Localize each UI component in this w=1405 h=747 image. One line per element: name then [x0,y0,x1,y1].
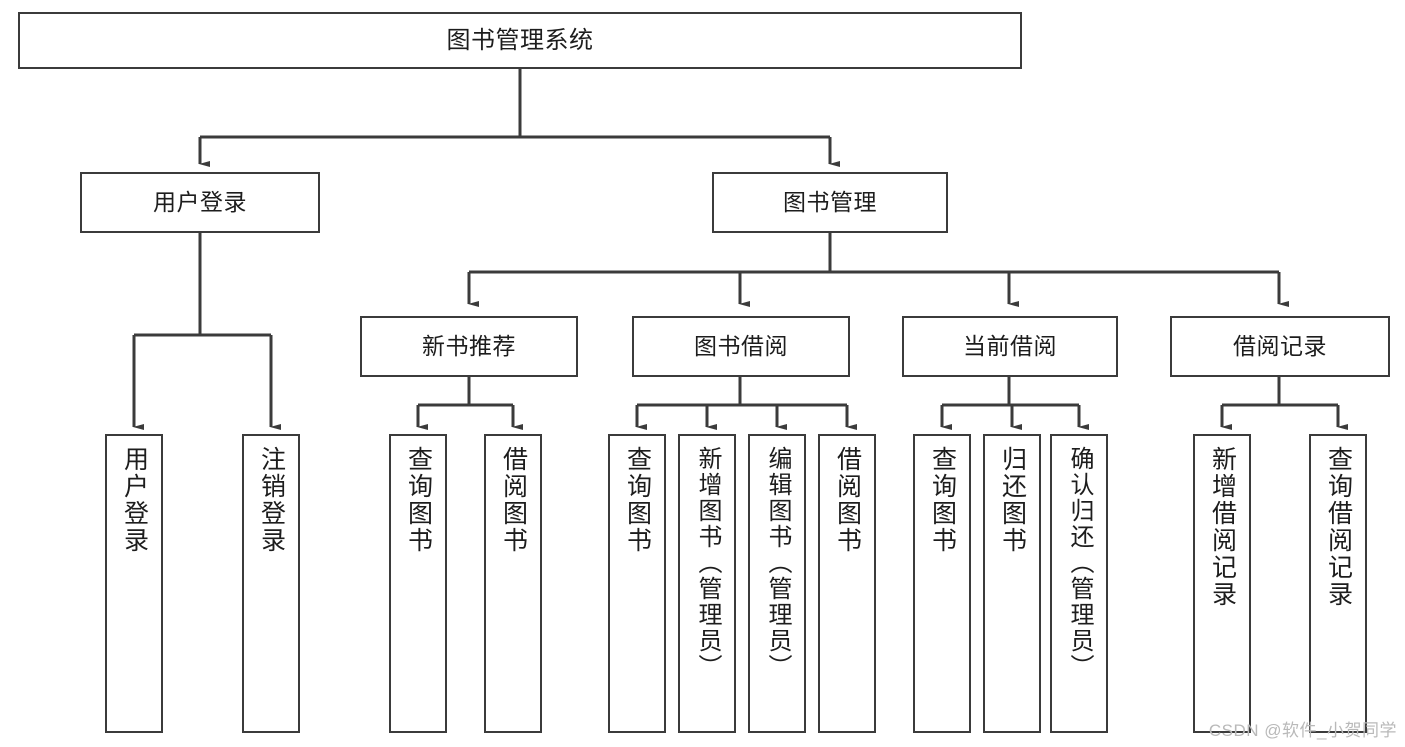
node-label: 确认归还（管理员） [1065,446,1093,680]
node-label: 编辑图书（管理员） [763,446,791,680]
node-label: 借阅图书 [499,446,528,554]
leaf-user-login-logout[interactable]: 注销登录 [242,434,300,733]
node-label: 查询图书 [404,446,433,554]
leaf-new-book-query-book[interactable]: 查询图书 [389,434,447,733]
node-new-book-recommend[interactable]: 新书推荐 [360,316,578,377]
node-label: 图书管理系统 [446,26,594,54]
node-book-management[interactable]: 图书管理 [712,172,948,233]
leaf-user-login-login[interactable]: 用户登录 [105,434,163,733]
node-label: 查询借阅记录 [1324,446,1353,608]
node-label: 图书管理 [783,189,877,216]
leaf-current-borrow-confirm-return[interactable]: 确认归还（管理员） [1050,434,1108,733]
leaf-book-borrow-borrow-book[interactable]: 借阅图书 [818,434,876,733]
leaf-book-borrow-query-book[interactable]: 查询图书 [608,434,666,733]
node-root-system[interactable]: 图书管理系统 [18,12,1022,69]
node-label: 图书借阅 [694,333,788,360]
leaf-borrow-record-query-record[interactable]: 查询借阅记录 [1309,434,1367,733]
leaf-borrow-record-add-record[interactable]: 新增借阅记录 [1193,434,1251,733]
node-label: 用户登录 [153,189,247,216]
leaf-current-borrow-return-book[interactable]: 归还图书 [983,434,1041,733]
node-label: 新增借阅记录 [1208,446,1237,608]
node-book-borrow[interactable]: 图书借阅 [632,316,850,377]
node-label: 借阅图书 [833,446,862,554]
leaf-book-borrow-edit-book[interactable]: 编辑图书（管理员） [748,434,806,733]
node-label: 当前借阅 [963,333,1057,360]
node-user-login[interactable]: 用户登录 [80,172,320,233]
node-label: 新增图书（管理员） [693,446,721,680]
node-label: 归还图书 [998,446,1027,554]
node-current-borrow[interactable]: 当前借阅 [902,316,1118,377]
leaf-current-borrow-query-book[interactable]: 查询图书 [913,434,971,733]
node-label: 借阅记录 [1233,333,1327,360]
node-borrow-record[interactable]: 借阅记录 [1170,316,1390,377]
node-label: 新书推荐 [422,333,516,360]
leaf-book-borrow-add-book[interactable]: 新增图书（管理员） [678,434,736,733]
node-label: 注销登录 [257,446,286,554]
leaf-new-book-borrow-book[interactable]: 借阅图书 [484,434,542,733]
node-label: 查询图书 [928,446,957,554]
node-label: 查询图书 [623,446,652,554]
node-label: 用户登录 [120,446,149,554]
